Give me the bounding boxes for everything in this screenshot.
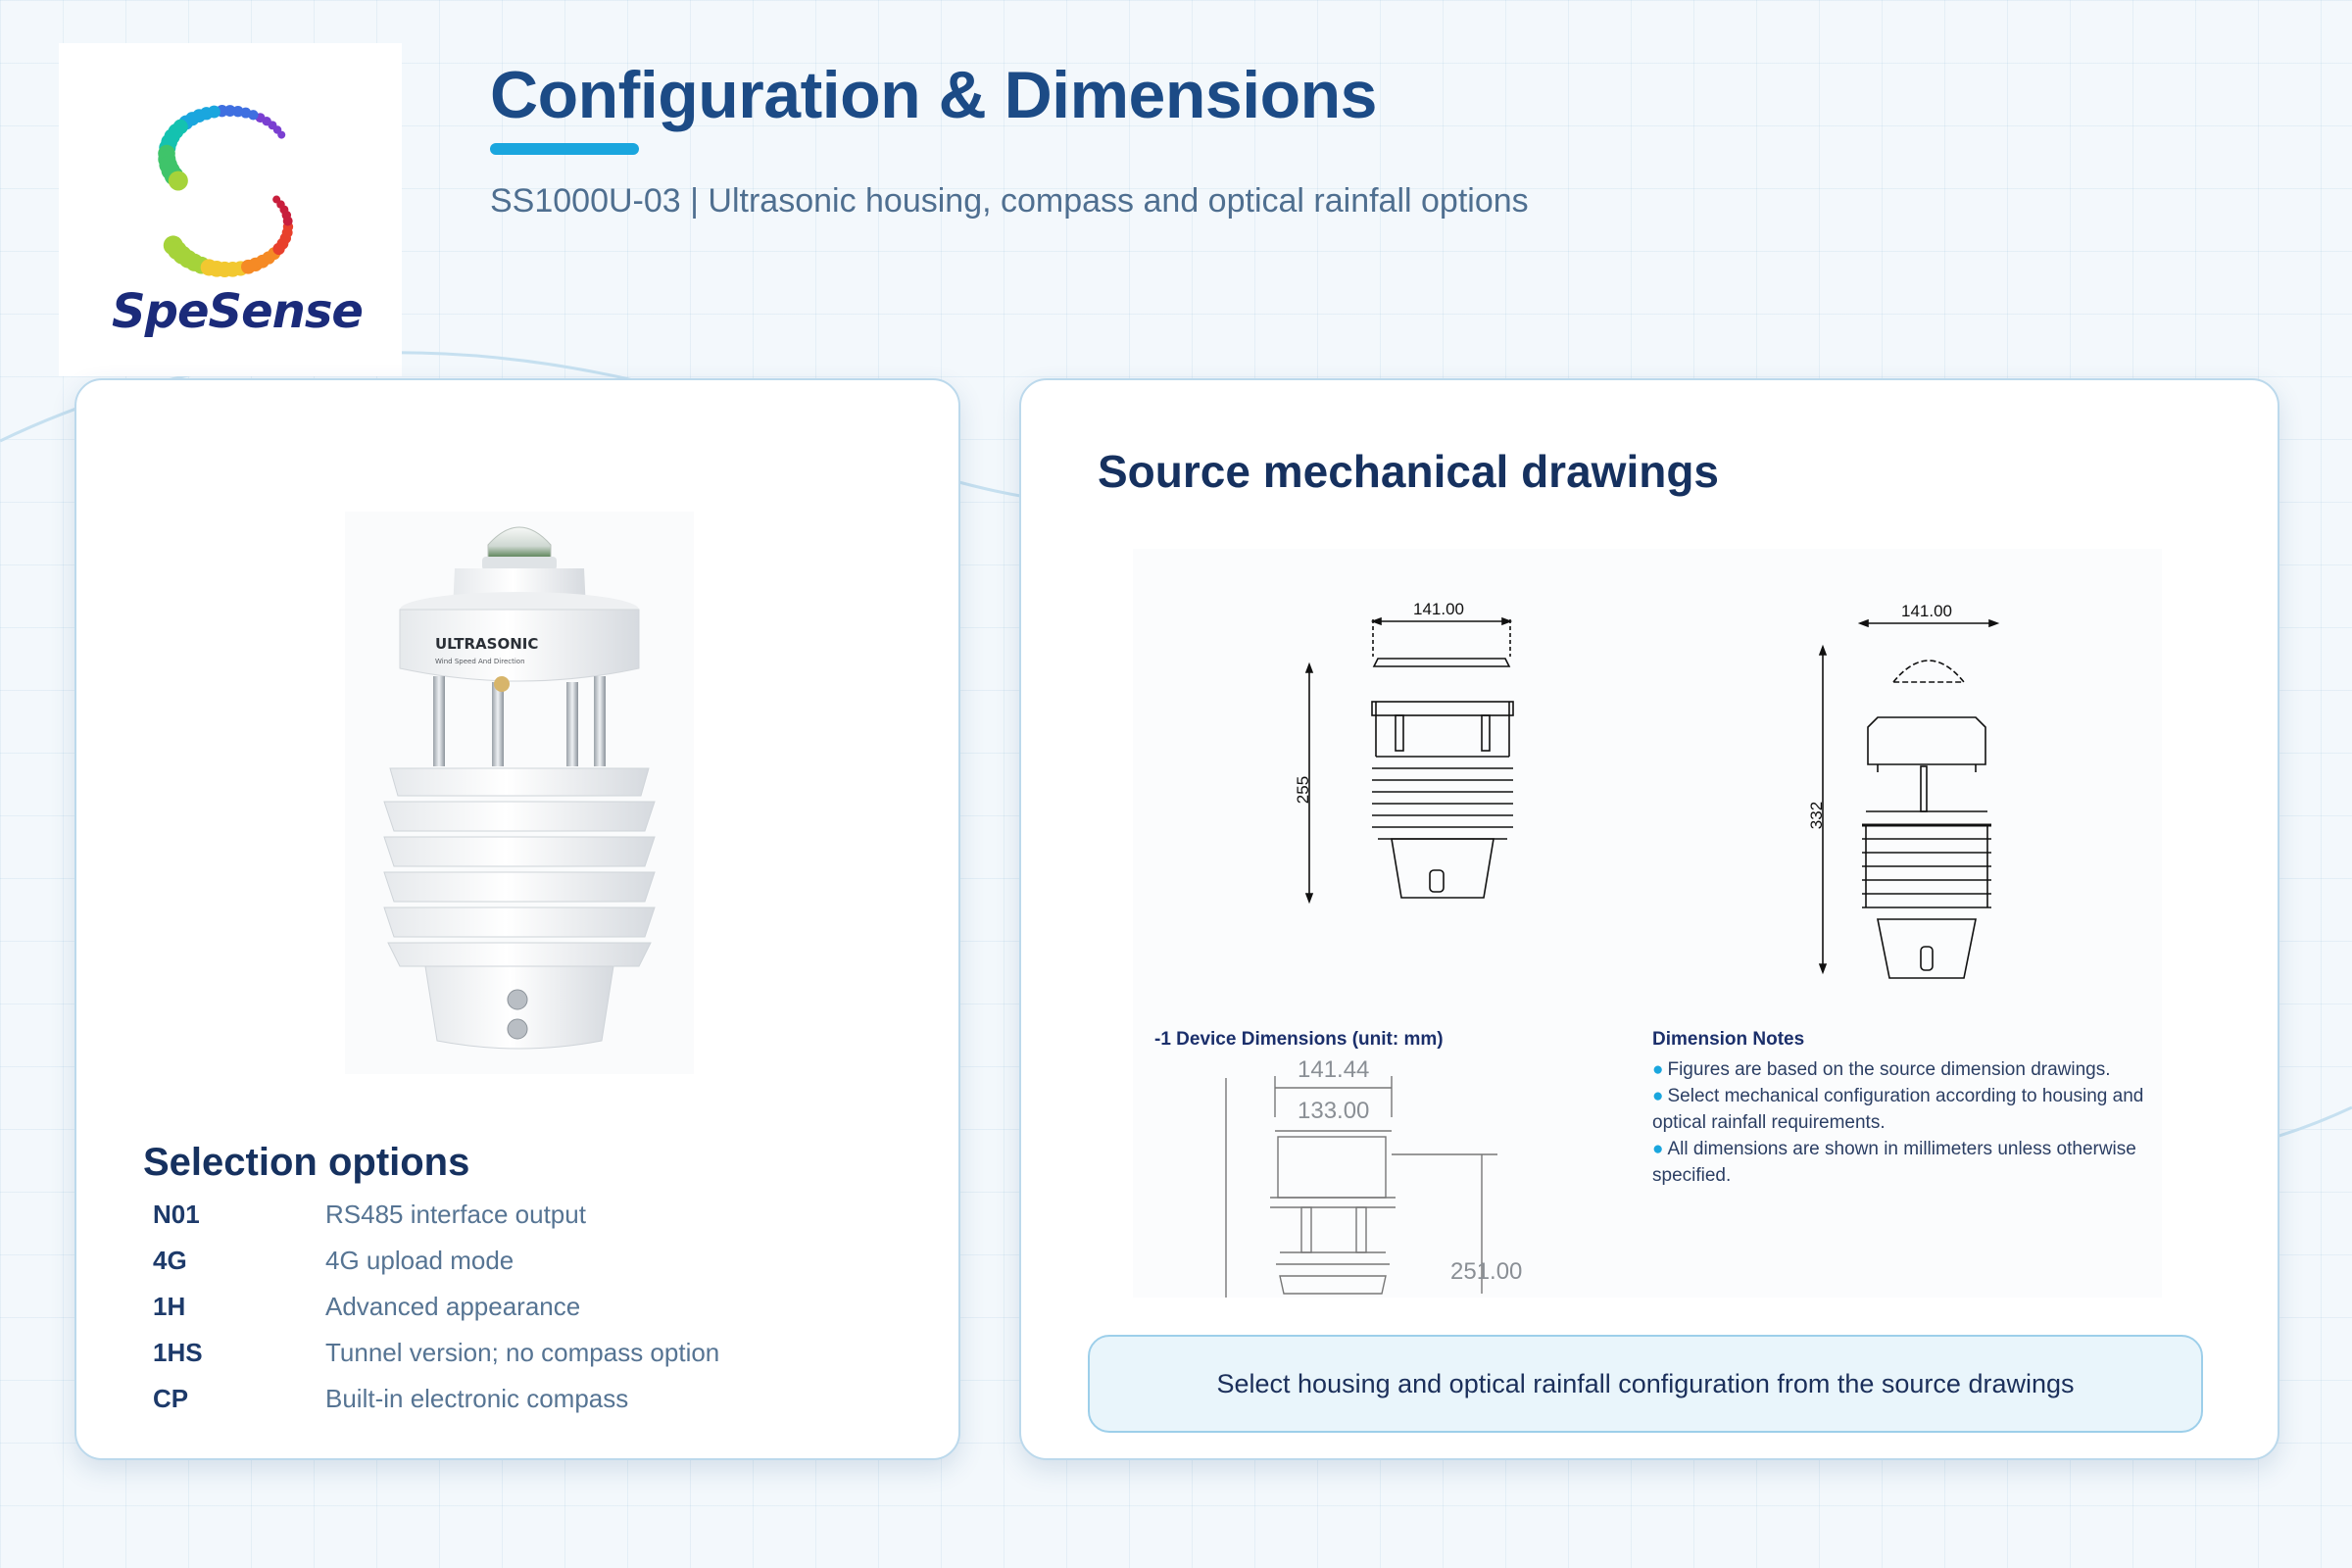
housing-brand-text: ULTRASONIC (435, 635, 538, 653)
selection-option-row: 4G 4G upload mode (153, 1246, 898, 1285)
drawings-card: Source mechanical drawings (1019, 378, 2279, 1460)
configuration-callout: Select housing and optical rainfall conf… (1088, 1335, 2203, 1433)
detail-inner-width: 133.00 (1298, 1098, 1370, 1124)
product-card: ULTRASONIC Wind Speed And Direction Se (74, 378, 960, 1460)
option-code: 1H (153, 1292, 186, 1321)
selection-option-row: N01 RS485 interface output (153, 1200, 898, 1239)
dimension-notes-list: ●Figures are based on the source dimensi… (1652, 1056, 2162, 1189)
dimension-notes-title: Dimension Notes (1652, 1029, 1805, 1050)
mechanical-drawings: 141.00 255 141.00 332 -1 Device Dimensio… (1133, 549, 2162, 1298)
brand-name: SpeSense (112, 284, 364, 339)
detail-height: 251.00 (1450, 1258, 1523, 1285)
option-description: RS485 interface output (325, 1200, 586, 1229)
right-width-dimension: 141.00 (1901, 602, 1952, 620)
option-code: CP (153, 1384, 189, 1413)
note-text: All dimensions are shown in millimeters … (1652, 1139, 2136, 1186)
note-text: Figures are based on the source dimensio… (1667, 1059, 2111, 1080)
selection-option-row: 1HS Tunnel version; no compass option (153, 1338, 898, 1377)
note-item: ●Figures are based on the source dimensi… (1652, 1056, 2162, 1083)
detail-outer-width: 141.44 (1298, 1056, 1370, 1083)
selection-option-row: 1H Advanced appearance (153, 1292, 898, 1331)
option-code: 1HS (153, 1338, 203, 1367)
left-width-dimension: 141.00 (1413, 600, 1464, 618)
bullet-icon: ● (1652, 1139, 1664, 1159)
note-item: ●Select mechanical configuration accordi… (1652, 1083, 2162, 1136)
note-text: Select mechanical configuration accordin… (1652, 1086, 2144, 1133)
option-code: N01 (153, 1200, 200, 1229)
page-title: Configuration & Dimensions (490, 58, 1378, 132)
product-image: ULTRASONIC Wind Speed And Direction (345, 512, 694, 1074)
option-description: Built-in electronic compass (325, 1384, 629, 1413)
option-code: 4G (153, 1246, 187, 1275)
option-description: Tunnel version; no compass option (325, 1338, 720, 1367)
page-subtitle: SS1000U-03 | Ultrasonic housing, compass… (490, 182, 1529, 220)
drawing-right (1818, 618, 2000, 979)
drawing-detail (1225, 1076, 1497, 1298)
drawings-heading: Source mechanical drawings (1098, 446, 1720, 497)
detail-caption: -1 Device Dimensions (unit: mm) (1154, 1029, 1444, 1050)
title-underline (490, 143, 639, 155)
selection-option-row: CP Built-in electronic compass (153, 1384, 898, 1423)
option-description: 4G upload mode (325, 1246, 514, 1275)
drawing-left (1304, 616, 1514, 905)
logo-dot (272, 195, 281, 204)
logo-dot (168, 171, 188, 191)
note-item: ●All dimensions are shown in millimeters… (1652, 1136, 2162, 1189)
brand-logo: SpeSense (59, 43, 402, 376)
bullet-icon: ● (1652, 1059, 1664, 1080)
option-description: Advanced appearance (325, 1292, 581, 1321)
selection-heading: Selection options (143, 1141, 470, 1184)
svg-text:Wind Speed And Direction: Wind Speed And Direction (435, 658, 525, 665)
right-height-dimension: 332 (1807, 801, 1827, 830)
bullet-icon: ● (1652, 1086, 1664, 1106)
logo-swirl-icon (158, 105, 294, 278)
left-height-dimension: 255 (1294, 775, 1313, 805)
